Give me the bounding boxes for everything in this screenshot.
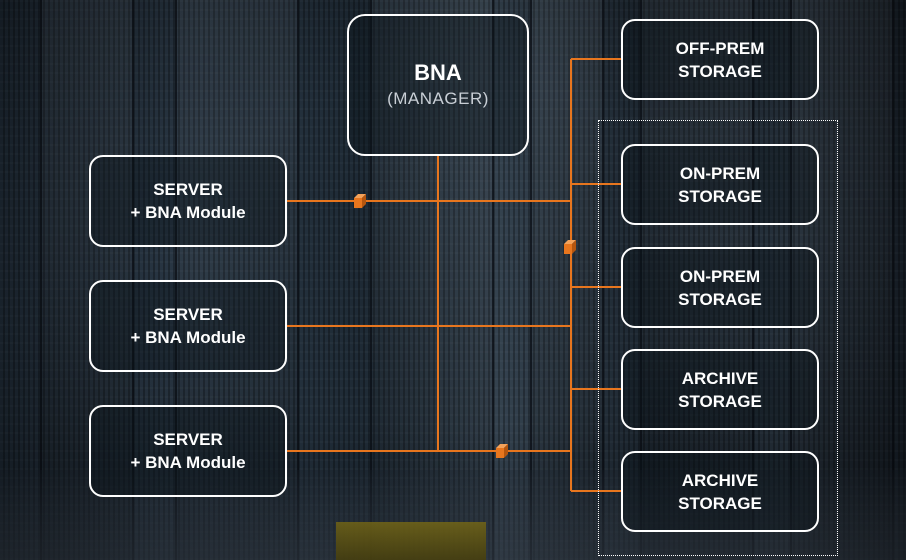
storage-box-off-prem: OFF-PREM STORAGE [621, 19, 819, 100]
server-label: SERVER [153, 430, 223, 449]
storage-type-label: ARCHIVE [681, 470, 759, 490]
server-box: SERVER + BNA Module [89, 155, 287, 247]
floor-marking [336, 522, 486, 560]
data-cube-icon [496, 444, 508, 458]
storage-box-archive: ARCHIVE STORAGE [621, 451, 819, 532]
storage-box-on-prem: ON-PREM STORAGE [621, 247, 819, 328]
manager-subtitle: (MANAGER) [387, 89, 489, 108]
server-box: SERVER + BNA Module [89, 280, 287, 372]
storage-label: STORAGE [678, 493, 762, 513]
server-module-label: + BNA Module [130, 328, 246, 347]
storage-box-archive: ARCHIVE STORAGE [621, 349, 819, 430]
storage-type-label: OFF-PREM [675, 38, 765, 58]
on-prem-group-outline [598, 120, 838, 556]
server-label: SERVER [153, 180, 223, 199]
manager-title: BNA [414, 60, 462, 85]
server-box: SERVER + BNA Module [89, 405, 287, 497]
storage-box-on-prem: ON-PREM STORAGE [621, 144, 819, 225]
server-rack [530, 0, 604, 560]
data-cube-icon [354, 194, 366, 208]
storage-label: STORAGE [678, 289, 762, 309]
storage-label: STORAGE [678, 61, 762, 81]
server-rack [640, 0, 754, 560]
server-rack [370, 0, 494, 560]
storage-type-label: ARCHIVE [681, 368, 759, 388]
storage-type-label: ON-PREM [679, 266, 761, 286]
storage-label: STORAGE [678, 186, 762, 206]
storage-label: STORAGE [678, 391, 762, 411]
storage-type-label: ON-PREM [679, 163, 761, 183]
server-module-label: + BNA Module [130, 453, 246, 472]
server-module-label: + BNA Module [130, 203, 246, 222]
data-cube-icon [564, 240, 576, 254]
server-label: SERVER [153, 305, 223, 324]
bna-manager-box: BNA (MANAGER) [347, 14, 529, 156]
